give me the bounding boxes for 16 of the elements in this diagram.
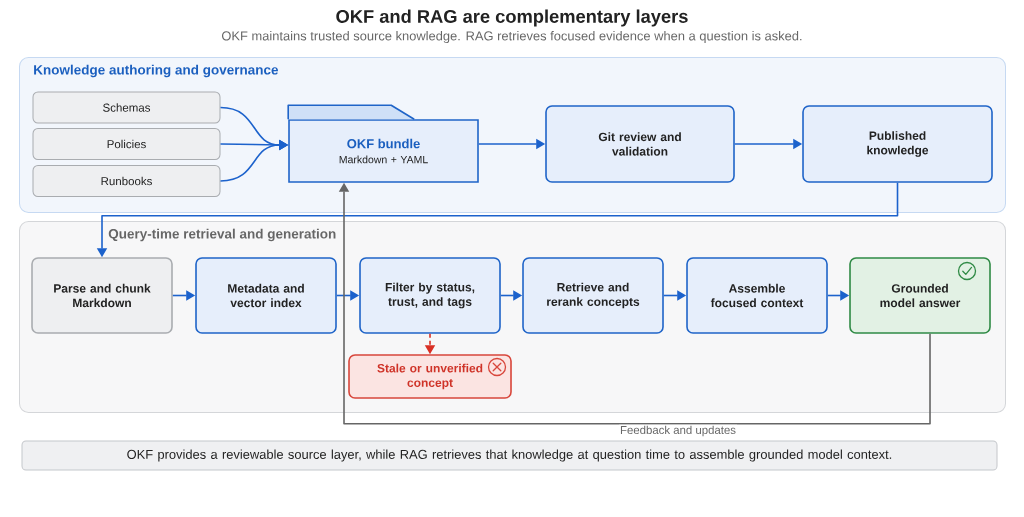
rejected-box: Stale or unverified concept [348, 354, 512, 399]
summary-box: OKF provides a reviewable source layer, while RAG retrieves that knowledge at question time to assemble grounded model context. [21, 440, 998, 471]
subtitle: OKF maintains trusted source knowledge. RAG retrieves focused evidence when a question is asked. [222, 31, 802, 43]
process-box: Metadata and vector index [195, 257, 337, 334]
title: OKF and RAG are complementary layers [336, 9, 688, 27]
process-box: Filter by status, trust, and tags [359, 257, 501, 334]
folder-box: OKF bundle Markdown + YAML [287, 104, 479, 183]
input-box: Policies [32, 128, 221, 160]
process-box: Assemble focused context [686, 257, 828, 334]
input-box: Schemas [32, 91, 221, 124]
result-box: Grounded model answer [849, 257, 991, 334]
process-box: Git review and validation [545, 105, 735, 183]
process-box: Parse and chunk Markdown [31, 257, 173, 334]
process-box: Published knowledge [802, 105, 993, 183]
process-box: Retrieve and rerank concepts [522, 257, 664, 334]
input-box: Runbooks [32, 165, 221, 197]
